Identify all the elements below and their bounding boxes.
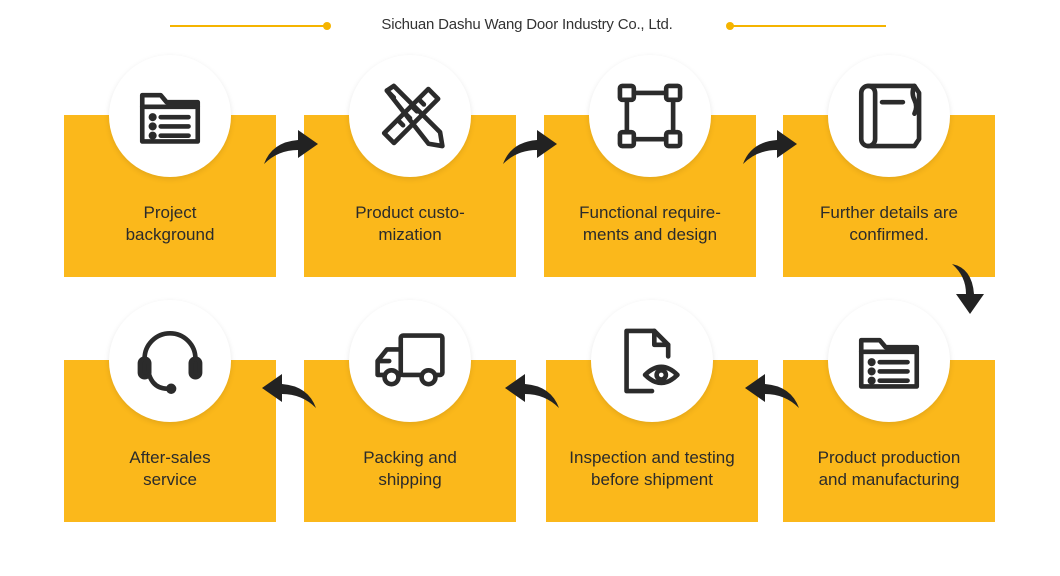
step-label: Packing and shipping [310, 447, 510, 491]
header: Sichuan Dashu Wang Door Industry Co., Lt… [0, 12, 1060, 40]
arrow-left-icon [501, 368, 565, 416]
step-packing-shipping: Packing and shipping [304, 300, 516, 522]
step-details-confirmed: Further details are confirmed. [783, 55, 995, 277]
delivery-truck-icon [375, 333, 445, 387]
step-after-sales: After-sales service [64, 300, 276, 522]
icon-circle [349, 300, 471, 422]
folder-list-icon [139, 92, 201, 144]
step-label: Further details are confirmed. [789, 202, 989, 246]
step-label: Project background [70, 202, 270, 246]
icon-circle [349, 55, 471, 177]
arrow-left-icon [741, 368, 805, 416]
header-left-rule [170, 25, 328, 27]
icon-circle [109, 300, 231, 422]
step-label-line1: Packing and [363, 448, 457, 467]
step-functional-design: Functional require- ments and design [544, 55, 756, 277]
step-project-background: Project background [64, 55, 276, 277]
step-label-line2: before shipment [591, 470, 713, 489]
icon-circle [828, 300, 950, 422]
step-label-line2: shipping [378, 470, 442, 489]
header-left-dot [323, 22, 331, 30]
step-label-line1: Functional require- [579, 203, 721, 222]
step-label: Product custo- mization [310, 202, 510, 246]
page-title: Sichuan Dashu Wang Door Industry Co., Lt… [381, 16, 673, 33]
step-label: Functional require- ments and design [550, 202, 750, 246]
arrow-right-icon [497, 124, 561, 172]
pencil-ruler-icon [381, 83, 445, 149]
arrow-right-icon [737, 124, 801, 172]
blueprint-scroll-icon [858, 83, 922, 149]
step-label: After-sales service [70, 447, 270, 491]
step-label-line2: service [143, 470, 197, 489]
step-label-line2: and manufacturing [818, 470, 960, 489]
step-label-line2: background [125, 225, 215, 244]
arrow-left-icon [258, 368, 322, 416]
step-production-manufacturing: Product production and manufacturing [783, 300, 995, 522]
step-label: Product production and manufacturing [789, 447, 989, 491]
step-label-line1: Project [143, 203, 197, 222]
arrow-right-icon [258, 124, 322, 172]
document-eye-icon [624, 328, 680, 394]
step-label-line1: After-sales [129, 448, 211, 467]
step-inspection-testing: Inspection and testing before shipment [546, 300, 758, 522]
step-product-customization: Product custo- mization [304, 55, 516, 277]
icon-circle [591, 300, 713, 422]
step-label-line1: Product custo- [355, 203, 465, 222]
icon-circle [109, 55, 231, 177]
icon-circle [828, 55, 950, 177]
icon-circle [589, 55, 711, 177]
folder-list-icon [858, 337, 920, 389]
step-label: Inspection and testing before shipment [552, 447, 752, 491]
step-label-line2: confirmed. [849, 225, 929, 244]
header-right-rule [728, 25, 886, 27]
step-label-line1: Inspection and testing [569, 448, 735, 467]
step-label-line1: Product production [817, 448, 961, 467]
step-label-line2: mization [378, 225, 442, 244]
arrow-down-icon [948, 260, 992, 318]
vector-square-icon [617, 83, 683, 149]
headset-icon [137, 330, 203, 394]
step-label-line1: Further details are [820, 203, 958, 222]
step-label-line2: ments and design [582, 225, 718, 244]
